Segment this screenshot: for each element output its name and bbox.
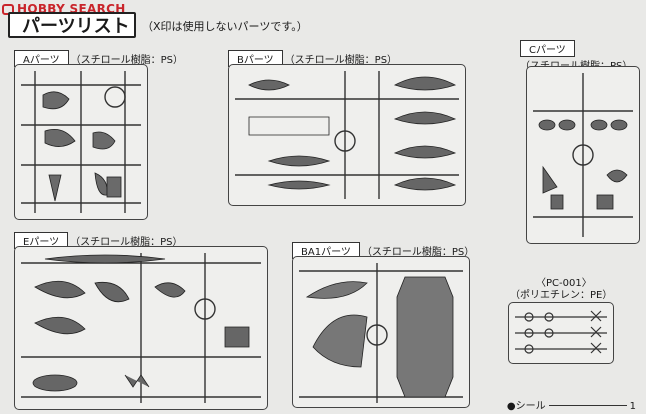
runner-ba1 (292, 256, 470, 408)
runner-c (526, 66, 640, 244)
runner-ba1-drawing (299, 263, 463, 403)
section-a-material: （スチロール樹脂：PS） (70, 55, 184, 66)
runner-b-drawing (235, 71, 459, 199)
runner-e-drawing (21, 253, 261, 403)
section-pc-name: 〈PC-001〉 (536, 278, 592, 289)
seal-leader-line (548, 405, 627, 406)
page-title: パーツリスト (8, 12, 136, 38)
runner-a-drawing (21, 71, 141, 213)
runner-a (14, 64, 148, 220)
runner-b (228, 64, 466, 206)
runner-e (14, 246, 268, 410)
runner-pc (508, 302, 614, 364)
section-b-material: （スチロール樹脂：PS） (284, 55, 398, 66)
section-c-tag: Cパーツ (520, 40, 575, 57)
section-e-material: （スチロール樹脂：PS） (70, 237, 183, 248)
section-ba1-material: （スチロール樹脂：PS） (361, 247, 475, 258)
seal-text: ●シール (506, 401, 546, 412)
runner-c-drawing (533, 73, 633, 237)
seal-count: 1 (629, 401, 636, 412)
title-note: （X印は使用しないパーツです。） (142, 20, 308, 33)
section-pc-material: （ポリエチレン：PE） (510, 290, 613, 301)
runner-pc-drawing (515, 310, 607, 354)
seal-label: ●シール 1 (507, 397, 636, 412)
